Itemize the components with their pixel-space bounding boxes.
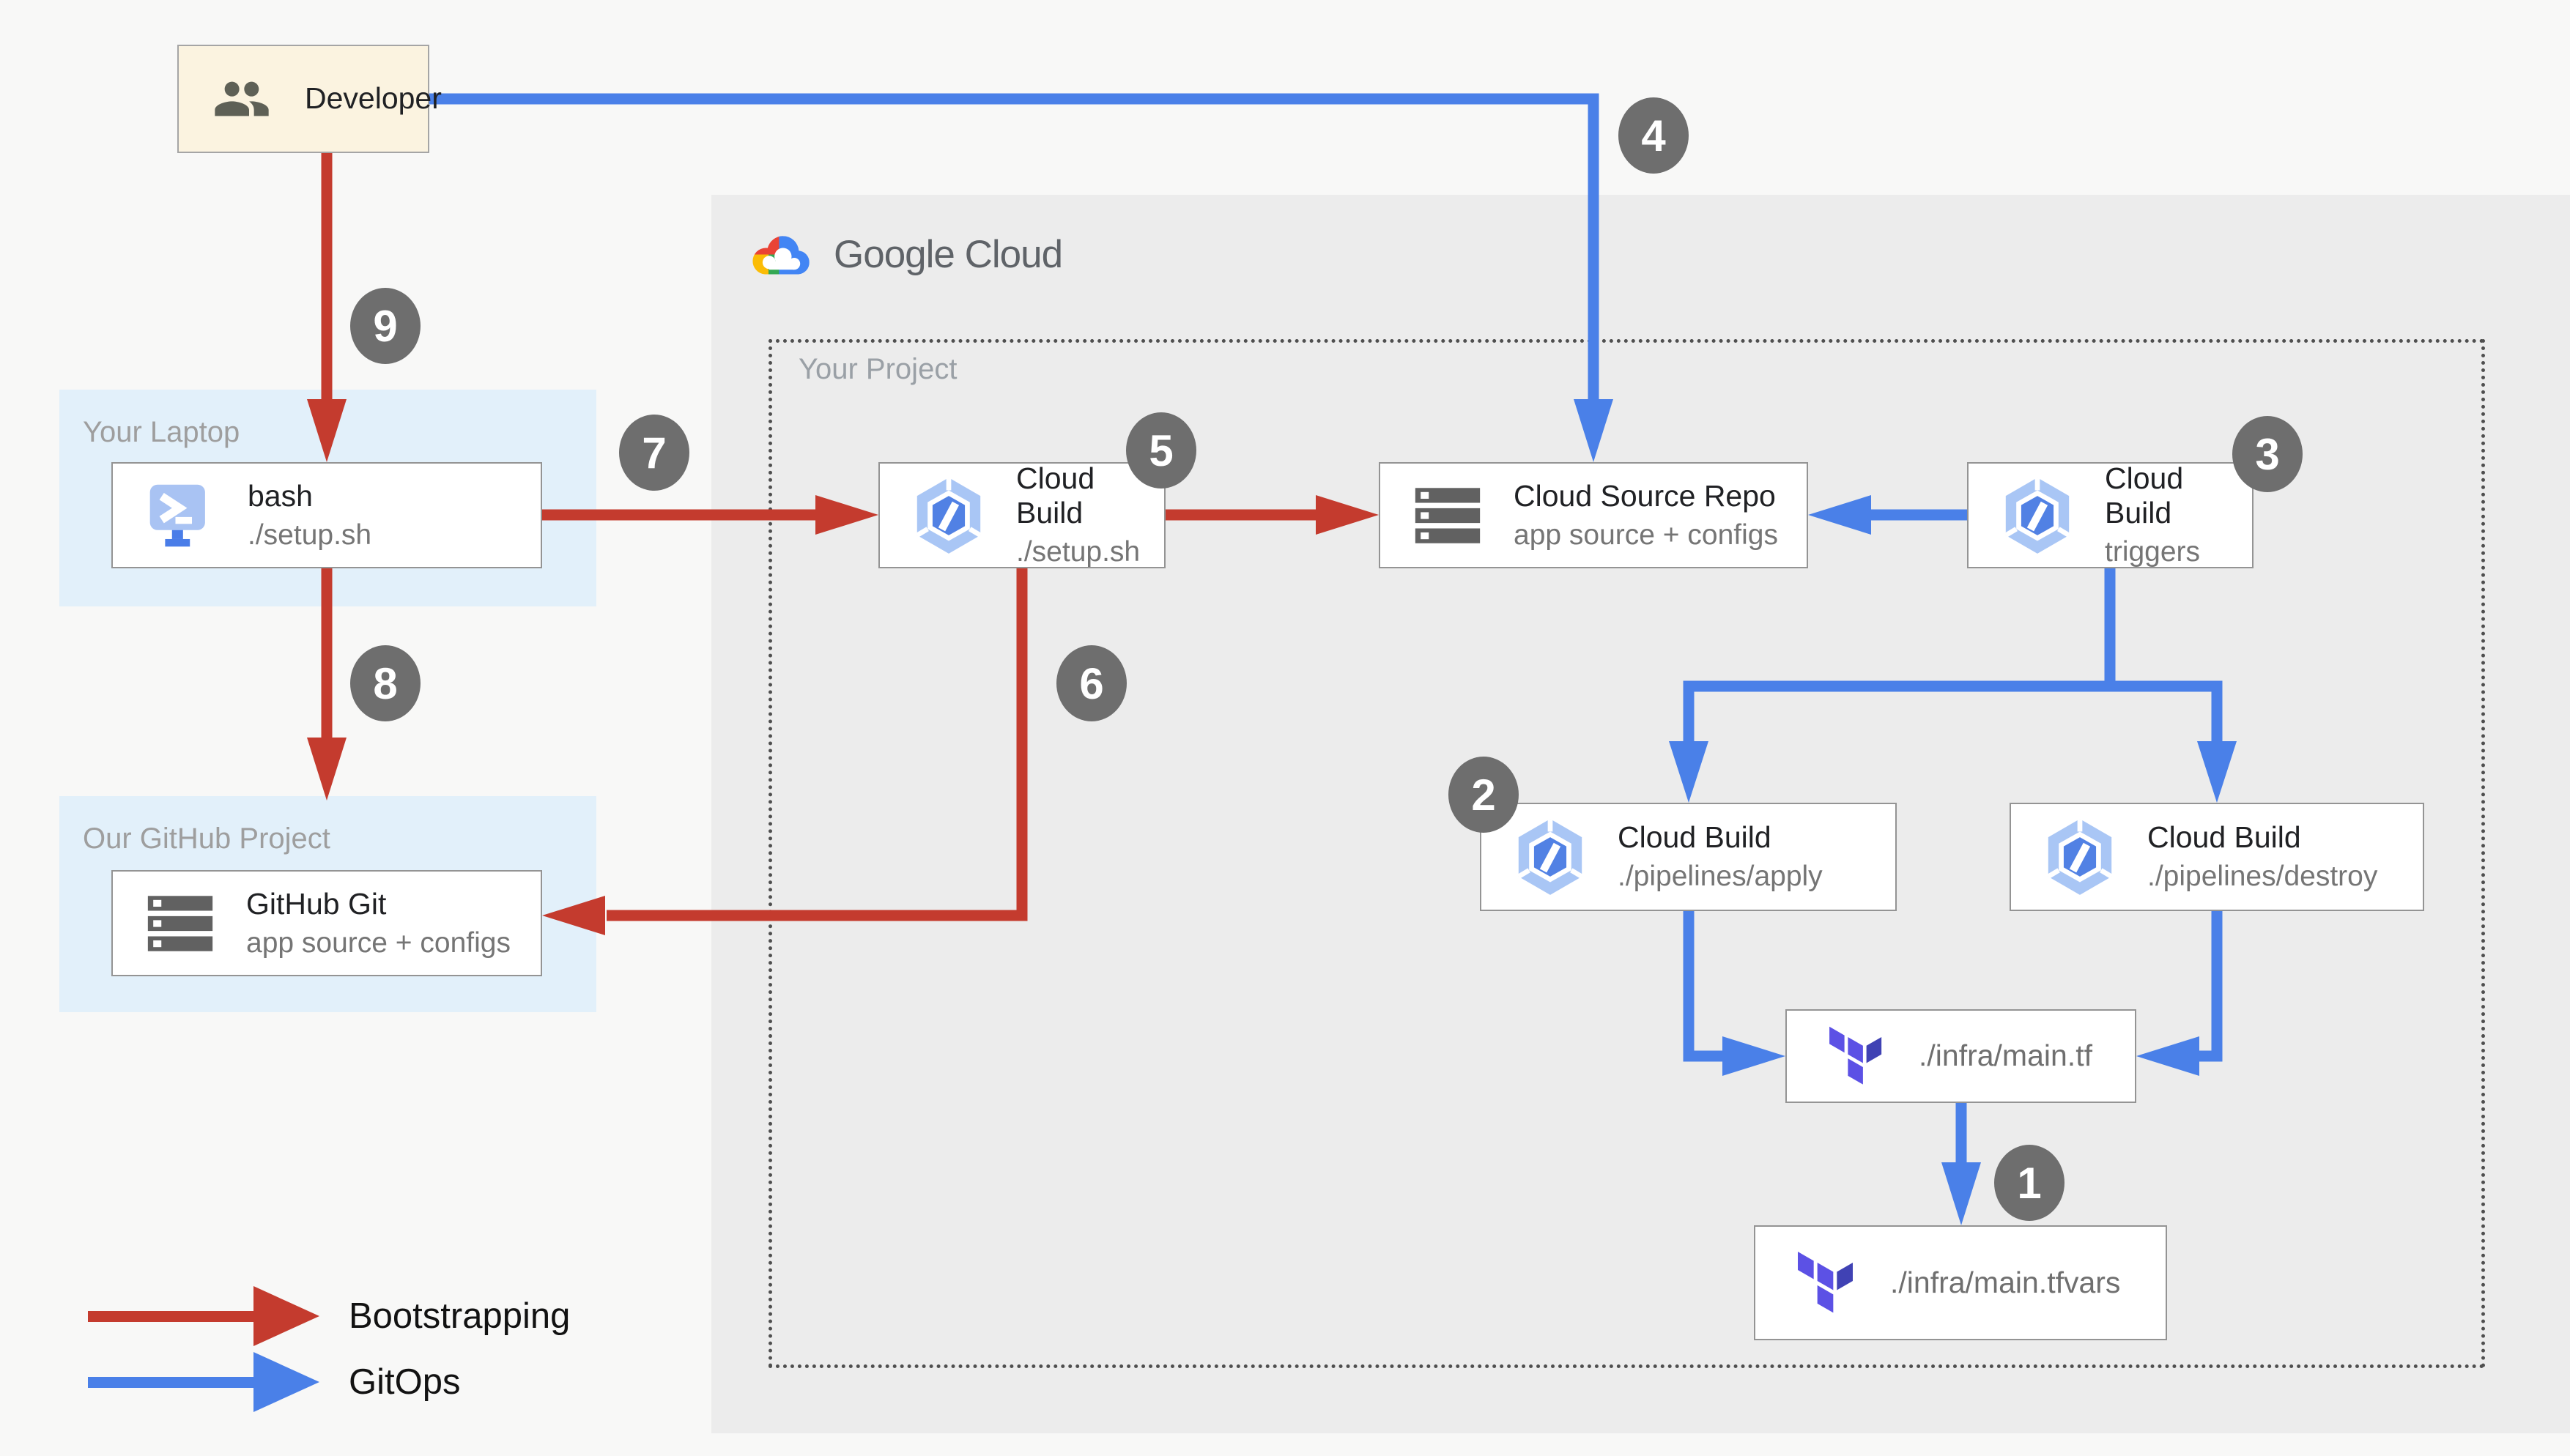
google-cloud-logo-text: Google Cloud [834, 232, 1063, 276]
terraform-icon [1796, 1248, 1858, 1318]
legend-bootstrapping: Bootstrapping [86, 1283, 570, 1349]
step-badge-3: 3 [2232, 416, 2303, 492]
legend-bootstrapping-label: Bootstrapping [349, 1296, 571, 1336]
step-badge-7: 7 [619, 415, 689, 491]
node-title: Cloud Build [2105, 461, 2184, 530]
node-title: bash [248, 478, 313, 513]
step-badge-6: 6 [1056, 645, 1127, 721]
your-project-label: Your Project [799, 353, 958, 385]
edge-destroy-to-maintf [2198, 911, 2223, 1062]
node-subtitle: app source + configs [246, 926, 511, 959]
legend-gitops-label: GitOps [349, 1362, 461, 1402]
node-title: Cloud Build [2147, 820, 2301, 854]
cloud-build-icon [2002, 477, 2073, 554]
node-subtitle: app source + configs [1514, 519, 1778, 551]
step-badge-5: 5 [1126, 412, 1196, 489]
node-infra-main-tfvars: ./infra/main.tfvars [1754, 1225, 2167, 1340]
edge-developer-to-source-repo [429, 93, 1599, 401]
repo-icon [1414, 486, 1481, 545]
step-badge-8: 8 [350, 645, 421, 721]
bootstrapping-arrow-icon [88, 1286, 319, 1346]
node-github-git: GitHub Git app source + configs [111, 870, 542, 976]
cloud-build-icon [2045, 819, 2115, 895]
node-cloud-build-setup: Cloud Build ./setup.sh [878, 461, 1166, 568]
cloud-build-icon [914, 477, 984, 554]
people-icon [205, 70, 278, 128]
node-subtitle: triggers [2105, 536, 2201, 568]
node-cloud-build-apply: Cloud Build ./pipelines/apply [1480, 803, 1897, 911]
github-project-label: Our GitHub Project [83, 822, 330, 855]
node-subtitle: ./pipelines/apply [1618, 861, 1823, 893]
edge-apply-to-maintf [1683, 911, 1724, 1062]
node-infra-main-tf: ./infra/main.tf [1785, 1009, 2136, 1103]
step-badge-1: 1 [1994, 1145, 2064, 1221]
repo-icon [147, 894, 214, 953]
google-cloud-icon [749, 229, 815, 280]
node-title: Developer [305, 81, 442, 116]
node-title: Cloud Source Repo [1514, 478, 1776, 513]
cloud-build-icon [1515, 819, 1585, 895]
node-title: GitHub Git [246, 886, 387, 921]
google-cloud-logo: Google Cloud [749, 221, 1063, 287]
node-cloud-build-destroy: Cloud Build ./pipelines/destroy [2010, 803, 2424, 911]
node-subtitle: ./pipelines/destroy [2147, 861, 2378, 893]
your-laptop-label: Your Laptop [83, 416, 240, 448]
node-bash: bash ./setup.sh [111, 462, 542, 568]
terraform-icon [1828, 1023, 1886, 1089]
terminal-icon [147, 481, 215, 550]
node-developer: Developer [177, 45, 442, 153]
legend-gitops: GitOps [86, 1349, 460, 1415]
node-title: Cloud Build [1618, 820, 1771, 854]
step-badge-9: 9 [350, 288, 421, 364]
node-cloud-build-triggers: Cloud Build triggers [1967, 461, 2254, 568]
node-title: ./infra/main.tf [1919, 1039, 2092, 1073]
node-subtitle: ./setup.sh [1016, 536, 1141, 568]
node-title: Cloud Build [1016, 461, 1095, 530]
node-cloud-source-repo: Cloud Source Repo app source + configs [1379, 462, 1808, 568]
edge-branch-to-pipelines [1683, 680, 2223, 743]
your-project-container [769, 339, 2485, 1368]
gitops-arrow-icon [88, 1352, 319, 1412]
edge-cloudbuild-setup-to-github-git [607, 568, 1028, 921]
step-badge-2: 2 [1448, 757, 1519, 833]
node-title: ./infra/main.tfvars [1890, 1265, 2121, 1299]
step-badge-4: 4 [1618, 97, 1689, 174]
node-subtitle: ./setup.sh [248, 519, 372, 551]
